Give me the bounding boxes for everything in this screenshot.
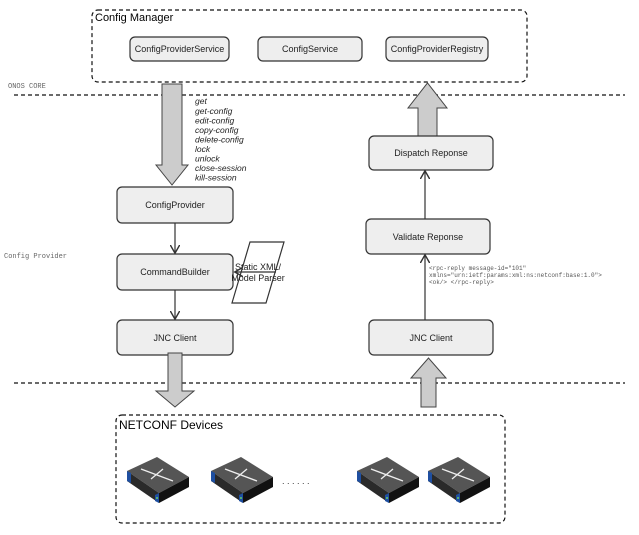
operations-list: get get-config edit-config copy-config d… bbox=[195, 96, 247, 183]
service-config-service: ConfigService bbox=[257, 36, 363, 62]
config-manager-title: Config Manager bbox=[95, 12, 174, 24]
svg-text:edit-config: edit-config bbox=[195, 116, 234, 126]
svg-text:ConfigProviderRegistry: ConfigProviderRegistry bbox=[391, 44, 484, 54]
device-reply-arrow bbox=[409, 357, 448, 408]
svg-text:unlock: unlock bbox=[195, 154, 220, 164]
netconf-devices-container bbox=[115, 414, 506, 524]
network-switch-icon bbox=[427, 456, 491, 504]
svg-text:close-session: close-session bbox=[195, 163, 247, 173]
network-switch-icon bbox=[210, 456, 274, 504]
netconf-devices-title: NETCONF Devices bbox=[119, 418, 223, 432]
jnc-client-left-box: JNC Client bbox=[116, 319, 234, 356]
network-switch-icon bbox=[126, 456, 190, 504]
rpc-reply-text: <rpc-reply message-id="101" xmlns="urn:i… bbox=[429, 265, 602, 286]
svg-text:get-config: get-config bbox=[195, 106, 233, 116]
svg-text:get: get bbox=[195, 96, 207, 106]
config-provider-label: Config Provider bbox=[4, 253, 67, 261]
svg-text:ConfigService: ConfigService bbox=[282, 44, 338, 54]
svg-text:Validate Reponse: Validate Reponse bbox=[393, 232, 463, 242]
svg-text:Dispatch Reponse: Dispatch Reponse bbox=[394, 148, 468, 158]
svg-text:delete-config: delete-config bbox=[195, 135, 244, 145]
onos-core-label: ONOS CORE bbox=[8, 83, 46, 91]
service-config-provider-registry: ConfigProviderRegistry bbox=[385, 36, 489, 62]
svg-text:JNC Client: JNC Client bbox=[153, 333, 197, 343]
svg-text:ConfigProviderService: ConfigProviderService bbox=[135, 44, 225, 54]
request-arrow bbox=[154, 83, 190, 186]
svg-text:<rpc-reply message-id="101": <rpc-reply message-id="101" bbox=[429, 265, 526, 272]
svg-text:ConfigProvider: ConfigProvider bbox=[145, 200, 205, 210]
command-builder-box: CommandBuilder bbox=[116, 253, 234, 291]
svg-text:kill-session: kill-session bbox=[195, 173, 237, 183]
svg-text:Model Parser: Model Parser bbox=[231, 273, 285, 283]
validate-response-box: Validate Reponse bbox=[365, 218, 491, 255]
devices-ellipsis: . . . . . . bbox=[282, 476, 310, 486]
network-switch-icon bbox=[356, 456, 420, 504]
config-provider-box: ConfigProvider bbox=[116, 186, 234, 224]
command-to-device-arrow bbox=[154, 352, 196, 408]
svg-text:Static XML/: Static XML/ bbox=[235, 262, 282, 272]
svg-text:copy-config: copy-config bbox=[195, 125, 239, 135]
svg-text:lock: lock bbox=[195, 144, 211, 154]
config-manager-container bbox=[91, 9, 528, 83]
svg-text:xmlns="urn:ietf:params:xml:ns:: xmlns="urn:ietf:params:xml:ns:netconf:ba… bbox=[429, 272, 602, 279]
jnc-client-right-box: JNC Client bbox=[368, 319, 494, 356]
dispatch-response-box: Dispatch Reponse bbox=[368, 135, 494, 171]
service-config-provider-service: ConfigProviderService bbox=[129, 36, 230, 62]
svg-text:CommandBuilder: CommandBuilder bbox=[140, 267, 210, 277]
svg-text:JNC Client: JNC Client bbox=[409, 333, 453, 343]
svg-text:<ok/> </rpc-reply>: <ok/> </rpc-reply> bbox=[429, 279, 494, 286]
